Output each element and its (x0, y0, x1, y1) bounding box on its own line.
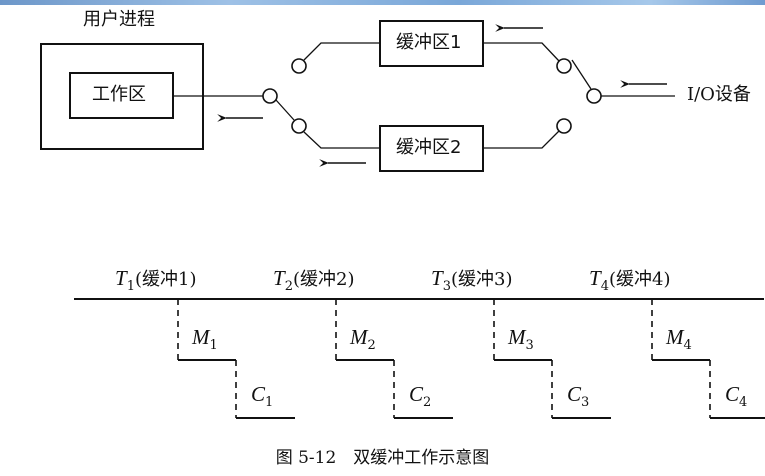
stage-1-compute-label-subscript: 1 (265, 395, 274, 410)
stage-1-move-label-letter: M (192, 325, 210, 349)
figure-caption: 图 5-12 双缓冲工作示意图 (275, 448, 490, 468)
stage-2-compute-label-subscript: 2 (423, 395, 432, 410)
stage-1-compute-label: C1 (251, 382, 274, 410)
stage-3-move-label-subscript: 3 (525, 338, 534, 353)
stage-1-transfer-label-subscript: 1 (126, 279, 135, 294)
stage-1-compute-label-letter: C (251, 382, 266, 406)
stage-3-transfer-label: T3(缓冲3) (431, 266, 513, 294)
switch-right-bottom-node (556, 118, 572, 134)
buffer1-label: 缓冲区1 (396, 32, 462, 53)
stage-3-move-label-letter: M (508, 325, 526, 349)
stage-3-move-label: M3 (508, 325, 534, 353)
stage-2-transfer-label-subscript: 2 (284, 279, 293, 294)
workspace-label: 工作区 (92, 84, 146, 105)
stage-4-move-label-subscript: 4 (683, 338, 692, 353)
stage-4-transfer-label-letter: T (589, 266, 601, 290)
switch-right-top-node (556, 58, 572, 74)
stage-2-move-label-letter: M (350, 325, 368, 349)
stage-1-transfer-label-suffix: (缓冲1) (134, 269, 197, 290)
stage-1-move-label-subscript: 1 (209, 338, 218, 353)
switch-left-top-node (291, 58, 307, 74)
timeline (74, 298, 765, 419)
stage-4-compute-label: C4 (725, 382, 748, 410)
buffer2-left-wire (303, 131, 380, 149)
switch-right-lever (571, 59, 592, 90)
stage-4-compute-label-letter: C (725, 382, 740, 406)
stage-4-transfer-label-suffix: (缓冲4) (608, 269, 671, 290)
switch-left-common-node (262, 88, 278, 104)
window-top-band (0, 0, 765, 5)
user-process-label: 用户进程 (83, 9, 155, 30)
stage-4-transfer-label: T4(缓冲4) (589, 266, 671, 294)
stage-3-compute-label-letter: C (567, 382, 582, 406)
stage-2-move-label: M2 (350, 325, 376, 353)
switch-left-bottom-node (291, 118, 307, 134)
stage-4-compute-label-subscript: 4 (739, 395, 748, 410)
stage-1-move-label: M1 (192, 325, 218, 353)
switch-right-common-node (586, 88, 602, 104)
buffer1-right-wire (483, 42, 560, 62)
buffer2-label: 缓冲区2 (396, 137, 462, 158)
stage-2-transfer-label-letter: T (273, 266, 285, 290)
stage-2-compute-label-letter: C (409, 382, 424, 406)
stage-4-move-label: M4 (666, 325, 692, 353)
switch-left-lever (275, 99, 295, 121)
stage-3-compute-label: C3 (567, 382, 590, 410)
stage-3-transfer-label-subscript: 3 (442, 279, 451, 294)
stage-2-transfer-label-suffix: (缓冲2) (292, 269, 355, 290)
stage-3-compute-label-subscript: 3 (581, 395, 590, 410)
buffer1-left-wire (303, 42, 380, 61)
stage-4-transfer-label-subscript: 4 (600, 279, 609, 294)
stage-2-transfer-label: T2(缓冲2) (273, 266, 355, 294)
stage-2-move-label-subscript: 2 (367, 338, 376, 353)
stage-4-move-label-letter: M (666, 325, 684, 349)
stage-1-transfer-label-letter: T (115, 266, 127, 290)
stage-3-transfer-label-suffix: (缓冲3) (450, 269, 513, 290)
stage-3-transfer-label-letter: T (431, 266, 443, 290)
stage-1-transfer-label: T1(缓冲1) (115, 266, 197, 294)
io-device-label: I/O设备 (687, 84, 751, 105)
buffer2-right-wire (483, 130, 560, 149)
stage-2-compute-label: C2 (409, 382, 432, 410)
